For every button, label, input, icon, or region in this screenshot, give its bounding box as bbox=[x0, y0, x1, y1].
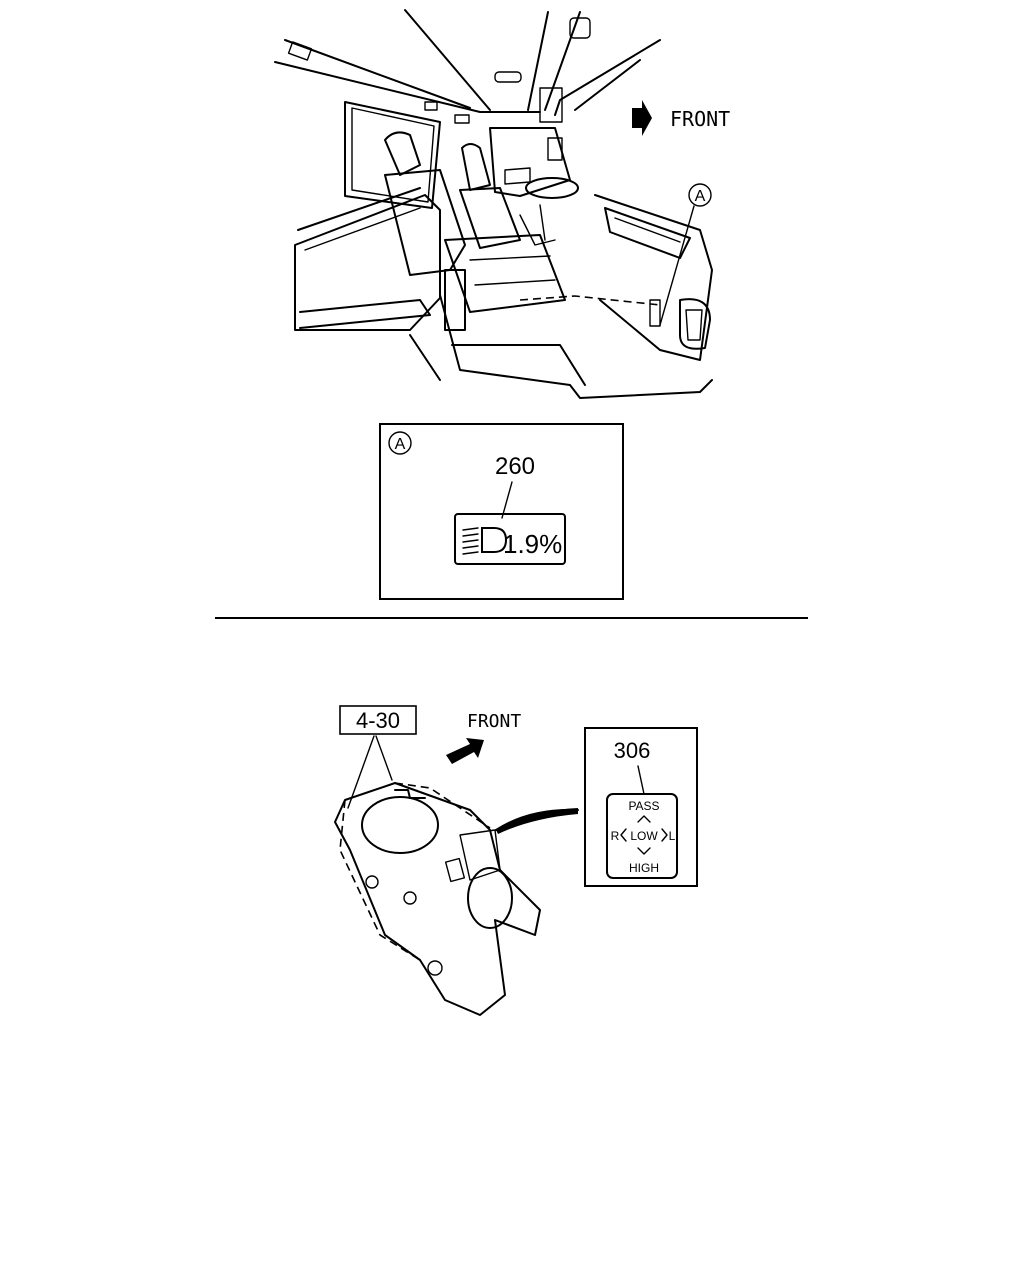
cab-interior-illustration bbox=[274, 9, 713, 399]
detail-306-box: 306 PASS R LOW L HIGH bbox=[584, 727, 698, 887]
part-number-306: 306 bbox=[614, 738, 651, 763]
front-direction-arrow-bottom: FRONT bbox=[446, 711, 521, 764]
section-ref-box: 4-30 bbox=[339, 705, 417, 809]
switch-pass-label: PASS bbox=[628, 799, 659, 813]
switch-high-label: HIGH bbox=[629, 861, 659, 875]
part-number-260: 260 bbox=[495, 453, 535, 480]
combination-switch-bracket bbox=[334, 782, 579, 1016]
callout-a-letter: A bbox=[695, 188, 706, 205]
leveling-switch-label: 1.9% bbox=[503, 529, 562, 559]
switch-r-label: R bbox=[611, 829, 620, 843]
chevron-down-icon bbox=[637, 847, 651, 855]
switch-l-label: L bbox=[669, 829, 676, 843]
headlamp-icon bbox=[462, 527, 508, 555]
callout-a-marker: A bbox=[688, 183, 712, 207]
detail-a-letter: A bbox=[395, 436, 406, 453]
front-direction-arrow-top: FRONT bbox=[632, 100, 730, 136]
section-ref-label: 4-30 bbox=[356, 708, 400, 733]
chevron-left-icon bbox=[620, 828, 627, 842]
headlamp-leveling-switch: 1.9% bbox=[454, 513, 566, 565]
chevron-up-icon bbox=[637, 815, 651, 823]
front-label-bottom: FRONT bbox=[467, 711, 521, 732]
headlamp-beam-switch: PASS R LOW L HIGH bbox=[606, 793, 678, 879]
detail-a-box: A 260 1.9% bbox=[379, 423, 624, 600]
chevron-right-icon bbox=[661, 828, 668, 842]
front-label-top: FRONT bbox=[670, 107, 730, 131]
switch-low-label: LOW bbox=[630, 829, 658, 843]
